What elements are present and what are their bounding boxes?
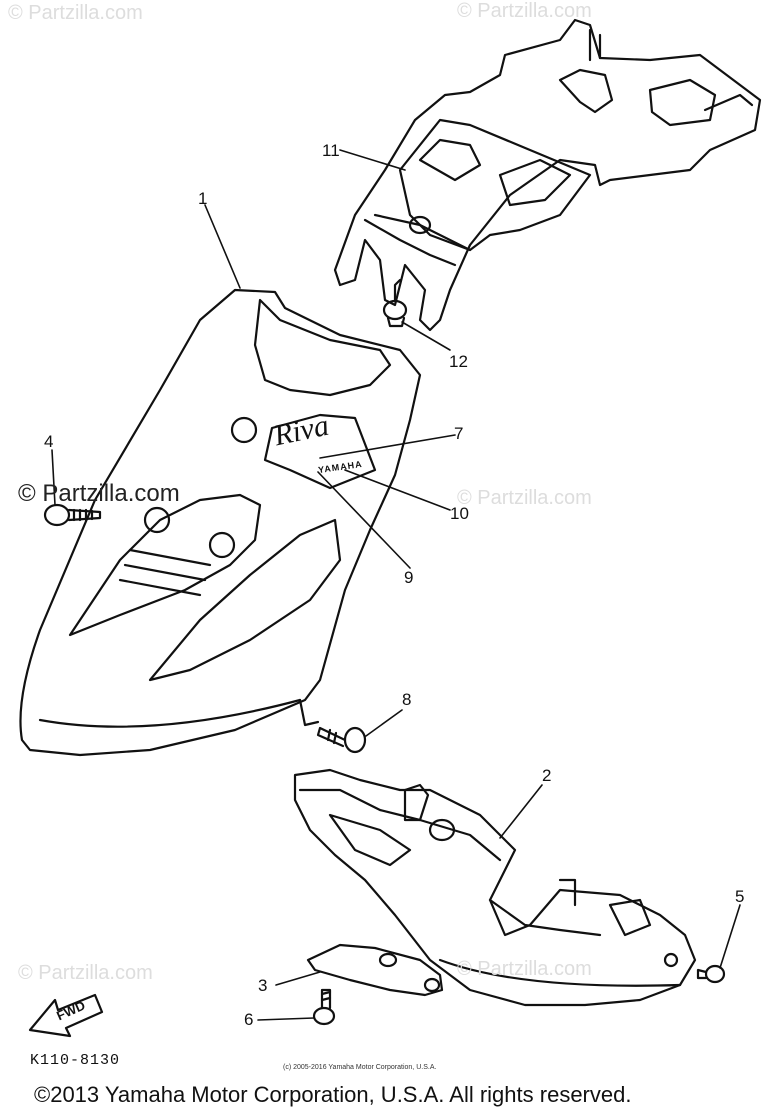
callout-1: 1 <box>198 189 208 208</box>
diagram-reference: K110-8130 <box>30 1052 121 1069</box>
leader-lines <box>51 149 741 1021</box>
callout-9: 9 <box>404 568 414 587</box>
callout-6: 6 <box>244 1010 254 1029</box>
part-4-screw <box>43 503 102 527</box>
callout-8: 8 <box>402 690 412 709</box>
part-1-front-panel <box>19 288 422 757</box>
watermark: © Partzilla.com <box>457 958 592 980</box>
fwd-arrow-icon <box>28 993 104 1038</box>
small-copyright: (c) 2005-2016 Yamaha Motor Corporation, … <box>283 1064 437 1071</box>
watermark: © Partzilla.com <box>18 480 180 507</box>
footer-copyright: ©2013 Yamaha Motor Corporation, U.S.A. A… <box>34 1082 632 1107</box>
part-7-emblem-plate <box>263 413 377 490</box>
callout-4: 4 <box>44 432 54 451</box>
watermark: © Partzilla.com <box>457 487 592 509</box>
part-2-lower-cover <box>293 768 697 1007</box>
callout-5: 5 <box>735 887 745 906</box>
part-11-inner-panel <box>333 18 762 332</box>
part-3-plate <box>306 943 444 997</box>
callout-2: 2 <box>542 766 552 785</box>
part-6-bolt <box>312 988 336 1026</box>
part-5-bolt <box>696 964 726 984</box>
callout-11: 11 <box>322 141 340 160</box>
callout-10: 10 <box>450 504 469 523</box>
callout-7: 7 <box>454 424 464 443</box>
callout-3: 3 <box>258 976 268 995</box>
watermark: © Partzilla.com <box>18 962 153 984</box>
callout-12: 12 <box>449 352 468 371</box>
part-8-screw <box>316 726 367 754</box>
watermark: © Partzilla.com <box>8 2 143 24</box>
watermark: © Partzilla.com <box>457 0 592 22</box>
